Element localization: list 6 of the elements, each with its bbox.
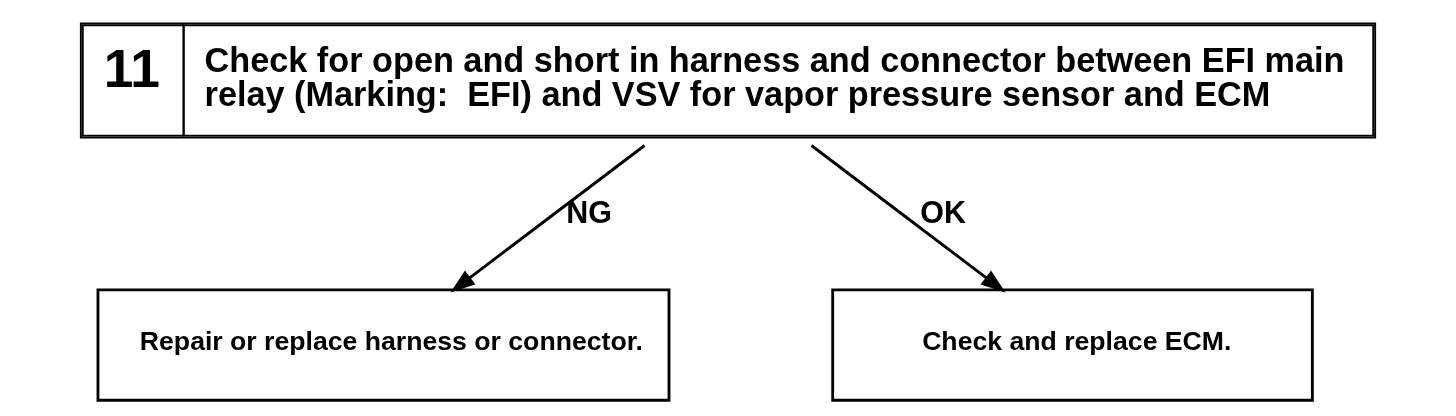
edge-label: OK bbox=[920, 194, 966, 229]
arrow bbox=[810, 144, 1006, 293]
node-box: Repair or replace harness or connector. bbox=[96, 288, 671, 402]
edge-label: NG bbox=[566, 194, 612, 229]
arrow bbox=[450, 144, 646, 293]
node-box: Check and replace ECM. bbox=[831, 288, 1314, 402]
